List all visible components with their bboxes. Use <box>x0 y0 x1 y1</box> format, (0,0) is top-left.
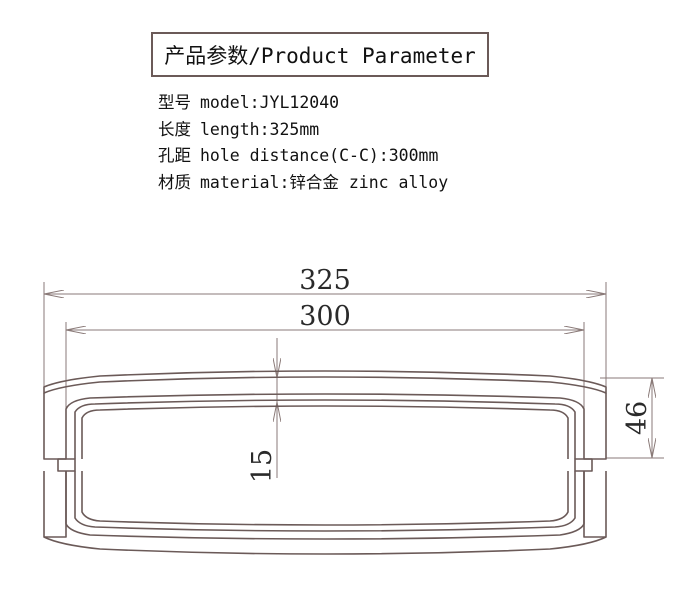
param-length-value: length:325mm <box>200 119 320 139</box>
param-hole-distance: 孔距 hole distance(C-C):300mm <box>158 143 448 170</box>
param-model-label: 型号 <box>158 93 191 112</box>
dimension-grip-height: 15 <box>247 338 278 483</box>
param-length-label: 长度 <box>158 119 191 139</box>
param-model-value: model:JYL12040 <box>200 93 340 112</box>
dimension-300-label: 300 <box>299 301 351 332</box>
product-parameter-title: 产品参数/Product Parameter <box>151 32 489 77</box>
extension-lines <box>43 282 664 459</box>
dimension-total-height: 46 <box>622 378 653 458</box>
param-material: 材质 material:锌合金 zinc alloy <box>158 170 448 197</box>
param-material-label: 材质 <box>158 173 191 193</box>
param-hole-distance-value: hole distance(C-C):300mm <box>200 146 439 166</box>
dimension-46-label: 46 <box>622 401 653 435</box>
param-hole-distance-label: 孔距 <box>158 146 191 166</box>
handle-outline <box>43 370 607 555</box>
param-length: 长度 length:325mm <box>158 117 448 144</box>
param-material-value: material:锌合金 zinc alloy <box>200 173 449 193</box>
dimension-overall-length: 325 <box>44 265 606 296</box>
dimension-325-label: 325 <box>299 265 351 296</box>
parameter-list: 型号 model:JYL12040 长度 length:325mm 孔距 hole d… <box>158 90 448 197</box>
dimension-15-label: 15 <box>247 449 278 483</box>
dimension-hole-distance: 300 <box>66 301 584 332</box>
param-model: 型号 model:JYL12040 <box>158 90 448 117</box>
title-text: 产品参数/Product Parameter <box>164 43 476 68</box>
